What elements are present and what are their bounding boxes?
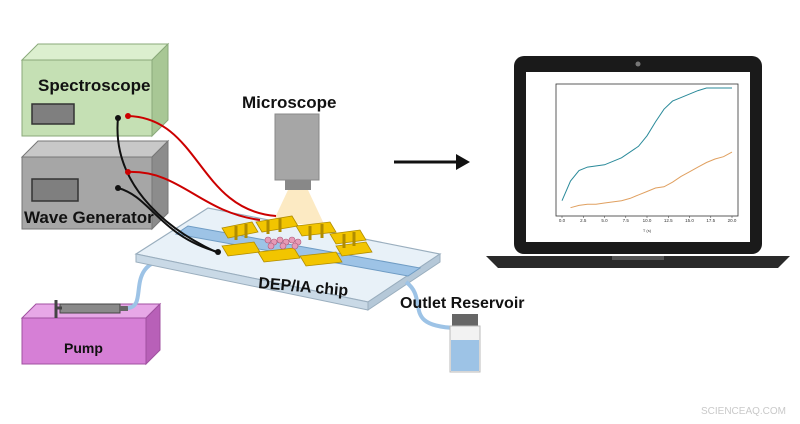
chart-x-tick-label: 17.5 [706, 218, 715, 223]
microscope-label: Microscope [242, 93, 336, 112]
outlet-tube [404, 280, 457, 330]
syringe-body [59, 303, 121, 314]
laptop-base [486, 256, 790, 268]
microscope-device: Microscope [242, 93, 336, 224]
laptop-screen [526, 72, 750, 242]
terminal-black [115, 115, 121, 121]
screen-chart: 0.0 2.5 5.0 7.5 10.0 12.5 15.0 17.5 20.0 T (s) [555, 83, 739, 233]
chart-x-axis-label: T (s) [643, 228, 652, 233]
chart-x-tick-label: 12.5 [664, 218, 673, 223]
electrode-fingers [234, 218, 356, 248]
pump-device: Pump [20, 300, 162, 366]
laptop-camera [635, 61, 641, 67]
chart-series-line-1 [561, 87, 732, 201]
electrode [257, 247, 301, 263]
terminal-red [125, 113, 131, 119]
arrow-head [456, 154, 470, 170]
electrode [221, 221, 259, 239]
syringe-tip [120, 306, 128, 311]
electrode [299, 251, 343, 267]
chart-x-tick-label: 15.0 [685, 218, 694, 223]
chart-x-tick-label: 0.0 [559, 218, 566, 223]
chart-series-group [561, 87, 733, 209]
spectroscope-top [20, 43, 170, 61]
chart-x-tick-label: 7.5 [623, 218, 630, 223]
chart-x-tick-label: 5.0 [601, 218, 608, 223]
pump-label: Pump [64, 340, 103, 356]
outlet-reservoir: Outlet Reservoir [400, 295, 524, 373]
wave-generator-device: Wave Generator [20, 139, 170, 231]
microscope-body [274, 113, 320, 181]
wave-generator-display [31, 178, 79, 202]
chip-contact [215, 249, 221, 255]
terminal-red [125, 169, 131, 175]
outlet-label: Outlet Reservoir [400, 295, 524, 312]
chart-x-tick-label: 10.0 [643, 218, 652, 223]
dep-ia-chip: DEP/IA chip [134, 207, 442, 311]
electrode-array [221, 215, 373, 267]
reservoir-cap [452, 314, 478, 326]
spectroscope-display [31, 103, 75, 125]
reservoir-liquid [451, 340, 479, 371]
microscope-lens [285, 180, 311, 190]
wave-generator-top [20, 140, 170, 158]
chart-x-tick-label: 2.5 [580, 218, 587, 223]
pump-front [21, 317, 147, 365]
laptop-hinge [612, 256, 664, 260]
particle-cluster [264, 236, 302, 250]
chart-series-line-2 [570, 151, 733, 209]
spectroscope-label: Spectroscope [38, 76, 150, 95]
black-wire-generator [117, 187, 219, 253]
spectroscope-device: Spectroscope [20, 42, 170, 138]
chart-x-tick-label: 20.0 [728, 218, 737, 223]
wiring [115, 113, 277, 255]
black-wire-spectroscope [116, 117, 217, 253]
electrode [295, 221, 337, 237]
red-wire-spectroscope [127, 115, 277, 217]
chart-ticks-group: 0.0 2.5 5.0 7.5 10.0 12.5 15.0 17.5 20.0 [559, 216, 737, 223]
electrode [329, 229, 367, 245]
flow-arrow [394, 154, 470, 170]
laptop: 0.0 2.5 5.0 7.5 10.0 12.5 15.0 17.5 20.0 T (s) [486, 56, 790, 268]
red-wire-generator [127, 170, 261, 221]
watermark-text: SCIENCEAQ.COM [701, 406, 786, 417]
terminal-black [115, 185, 121, 191]
wave-generator-label: Wave Generator [24, 208, 154, 227]
microscope-light-beam [272, 190, 324, 224]
